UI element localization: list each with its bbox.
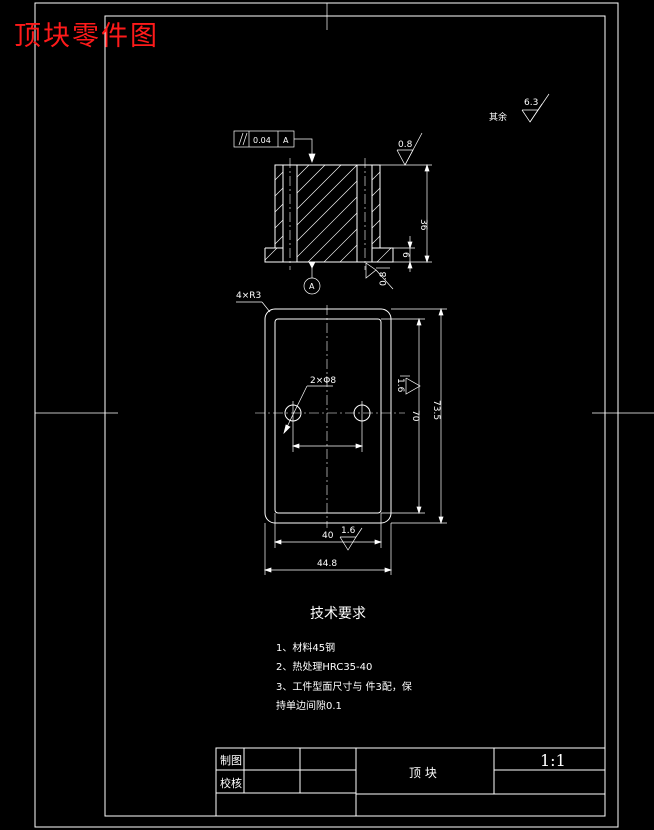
parallelism-datum: A bbox=[283, 136, 289, 145]
technical-requirements-title: 技术要求 bbox=[310, 606, 366, 622]
hole-note: 2×Φ8 bbox=[310, 376, 336, 386]
corner-leader bbox=[236, 301, 271, 313]
roughness-side-value: 1.6 bbox=[395, 378, 405, 393]
corner-note: 4×R3 bbox=[236, 291, 261, 301]
datum-label: A bbox=[309, 282, 315, 291]
datum-marker bbox=[303, 261, 321, 295]
plan-centerlines bbox=[255, 305, 405, 528]
plan-horizontal-dimensions bbox=[263, 513, 393, 575]
checked-by-label: 校核 bbox=[220, 777, 242, 790]
roughness-default-value: 6.3 bbox=[524, 98, 538, 108]
technical-requirement-2: 2、热处理HRC35-40 bbox=[276, 662, 373, 673]
dim-outer-height: 73.5 bbox=[431, 400, 441, 420]
feature-control-frame bbox=[233, 130, 316, 163]
inner-contour bbox=[274, 318, 382, 514]
technical-requirement-3: 3、工件型面尺寸与 件3配，保 bbox=[276, 682, 412, 693]
parallelism-tolerance: 0.04 bbox=[253, 136, 271, 145]
hole-edges bbox=[275, 165, 380, 262]
section-outline bbox=[264, 164, 394, 263]
plan-view: 2×Φ8 4×R3 1.6 70 73.5 bbox=[236, 291, 447, 575]
technical-requirement-1: 1、材料45钢 bbox=[276, 643, 336, 654]
centering-marks bbox=[35, 3, 654, 414]
sheet-title: 顶块零件图 bbox=[14, 21, 159, 52]
roughness-symbol-default bbox=[521, 93, 550, 123]
drawn-by-label: 制图 bbox=[220, 754, 242, 767]
dim-inner-width: 40 bbox=[322, 531, 334, 541]
section-hatching bbox=[264, 164, 392, 263]
dim-step: 6 bbox=[400, 252, 410, 258]
hole-leader bbox=[283, 385, 333, 435]
section-view: 0.04 A bbox=[233, 130, 432, 295]
part-name: 顶 块 bbox=[409, 766, 437, 780]
technical-requirement-3-cont: 持单边间隙0.1 bbox=[276, 701, 342, 712]
roughness-top-value: 0.8 bbox=[398, 140, 413, 150]
dim-outer-width: 44.8 bbox=[317, 559, 337, 569]
section-centerlines bbox=[289, 158, 366, 270]
dim-inner-height: 70 bbox=[410, 410, 420, 422]
roughness-symbol-top bbox=[396, 132, 423, 166]
scale: 1:1 bbox=[540, 751, 566, 770]
hole-centerlines bbox=[291, 401, 364, 452]
sheet-outer-border bbox=[34, 2, 619, 828]
section-height-dimensions bbox=[380, 163, 432, 272]
dim-height: 36 bbox=[418, 219, 428, 231]
plan-vertical-dimensions bbox=[381, 307, 447, 525]
roughness-bottom-value: 0.8 bbox=[379, 271, 389, 286]
roughness-symbol-plan-bottom bbox=[339, 527, 363, 551]
roughness-symbol-bottom bbox=[365, 262, 394, 290]
roughness-plan-bottom-value: 1.6 bbox=[341, 526, 356, 536]
roughness-symbol-side bbox=[400, 375, 421, 395]
outer-contour bbox=[264, 308, 392, 524]
title-block bbox=[215, 747, 606, 817]
roughness-default-prefix: 其余 bbox=[489, 111, 507, 123]
